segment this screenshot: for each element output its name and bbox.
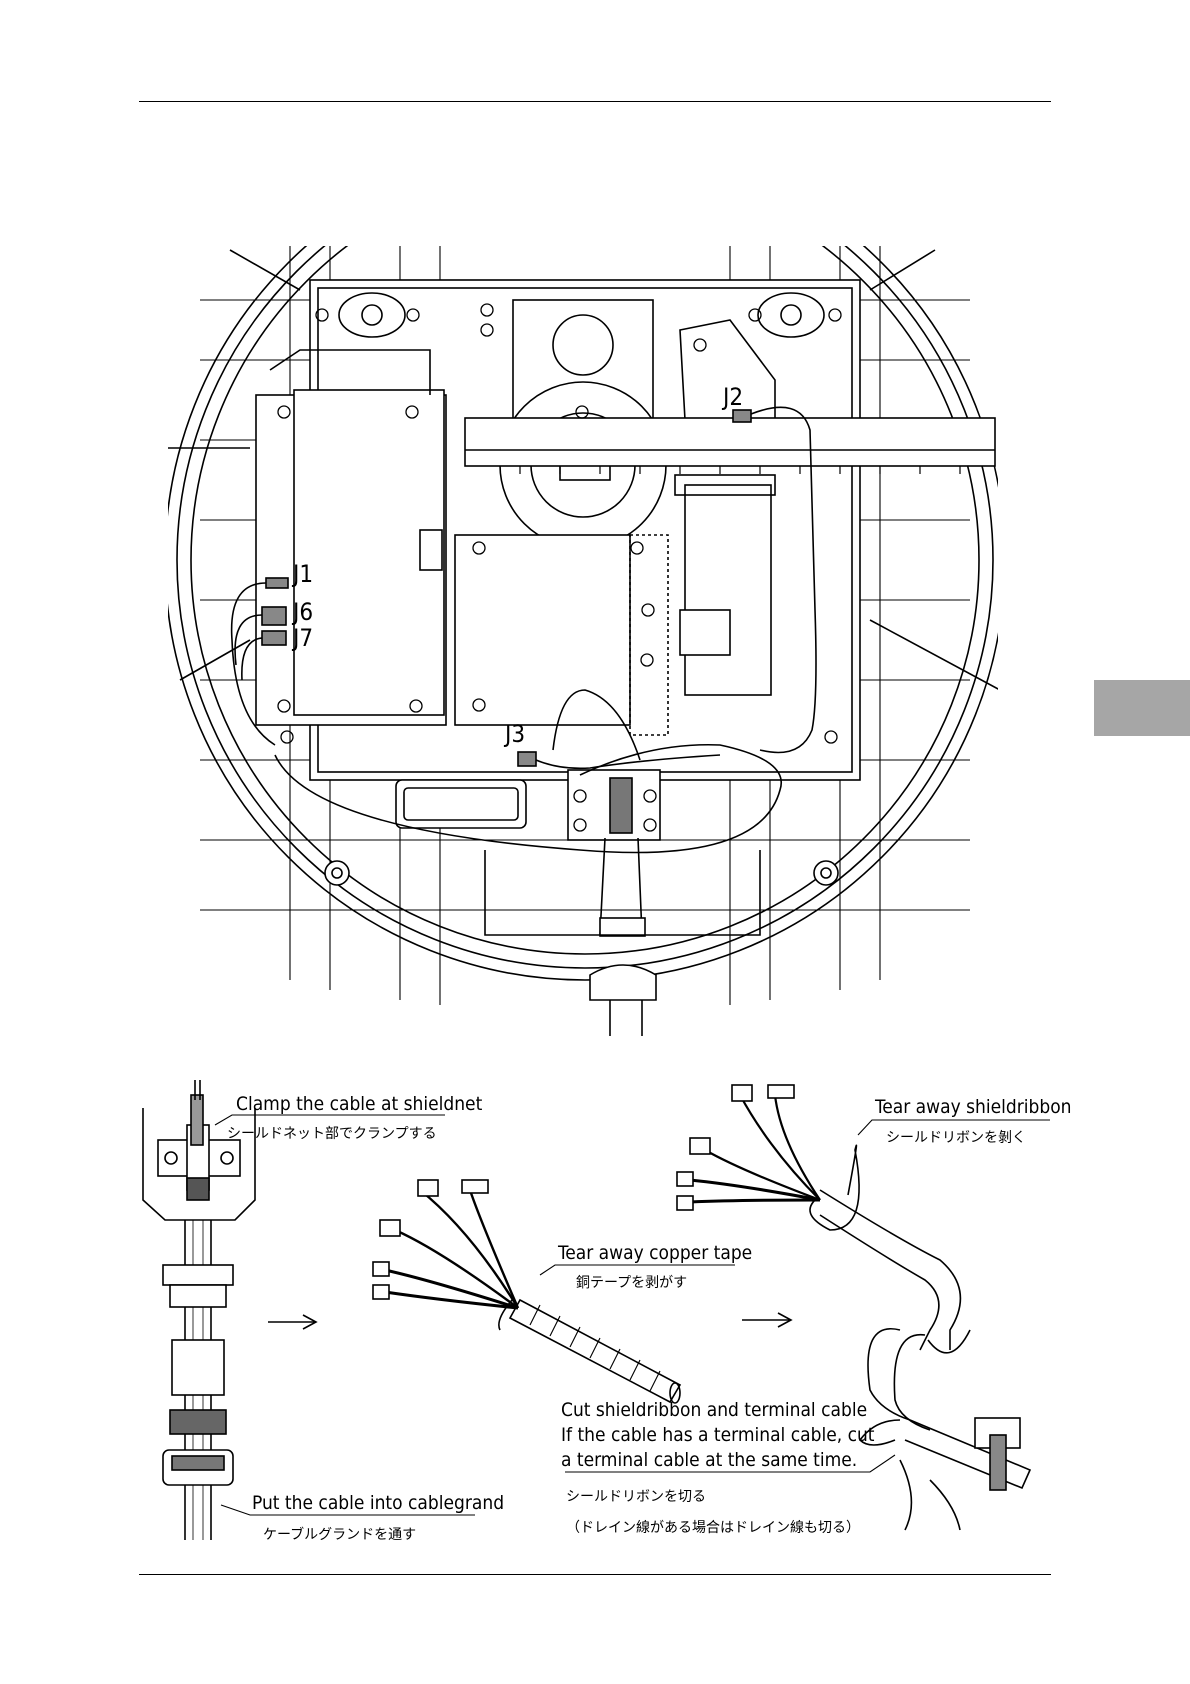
label-j6: J6: [291, 598, 313, 626]
cut-label-en-3: a terminal cable at the same time.: [561, 1449, 857, 1471]
section-tab: [1094, 680, 1190, 736]
gland-label-en: Put the cable into cablegrand: [252, 1492, 504, 1514]
cut-label-ja-2: （ドレイン線がある場合はドレイン線も切る）: [566, 1520, 860, 1536]
shield-label-ja: シールドリボンを剝く: [886, 1130, 1026, 1146]
leader-lines: [214, 1114, 1050, 1516]
shield-label-en: Tear away shieldribbon: [874, 1096, 1072, 1118]
clamp-label-ja: シールドネット部でクランプする: [227, 1126, 437, 1142]
arrow-2: [742, 1312, 793, 1328]
header-rule: [139, 101, 1051, 102]
antenna-base-drawing: J1 J6 J7 J2 J3: [168, 246, 998, 1036]
copper-label-en: Tear away copper tape: [557, 1242, 752, 1264]
label-j3: J3: [503, 720, 525, 748]
cut-label-en-1: Cut shieldribbon and terminal cable: [561, 1399, 867, 1421]
clamp-label-en: Clamp the cable at shieldnet: [236, 1093, 483, 1115]
step-copper-tape: [372, 1179, 682, 1404]
copper-label-ja: 銅テープを剥がす: [576, 1275, 687, 1291]
label-j7: J7: [291, 624, 313, 652]
label-j2: J2: [721, 383, 743, 411]
gland-label-ja: ケーブルグランドを通す: [263, 1526, 416, 1543]
step-shield-ribbon: [676, 1084, 1032, 1531]
cable-prep-drawing: Clamp the cable at shieldnet シールドネット部でクラ…: [142, 1080, 1072, 1543]
step-clamp-gland: [142, 1080, 256, 1540]
cut-label-en-2: If the cable has a terminal cable, cut: [561, 1424, 875, 1446]
arrow-1: [268, 1314, 318, 1330]
label-j1: J1: [291, 560, 313, 588]
footer-rule: [139, 1574, 1051, 1575]
cut-label-ja-1: シールドリボンを切る: [566, 1489, 706, 1505]
